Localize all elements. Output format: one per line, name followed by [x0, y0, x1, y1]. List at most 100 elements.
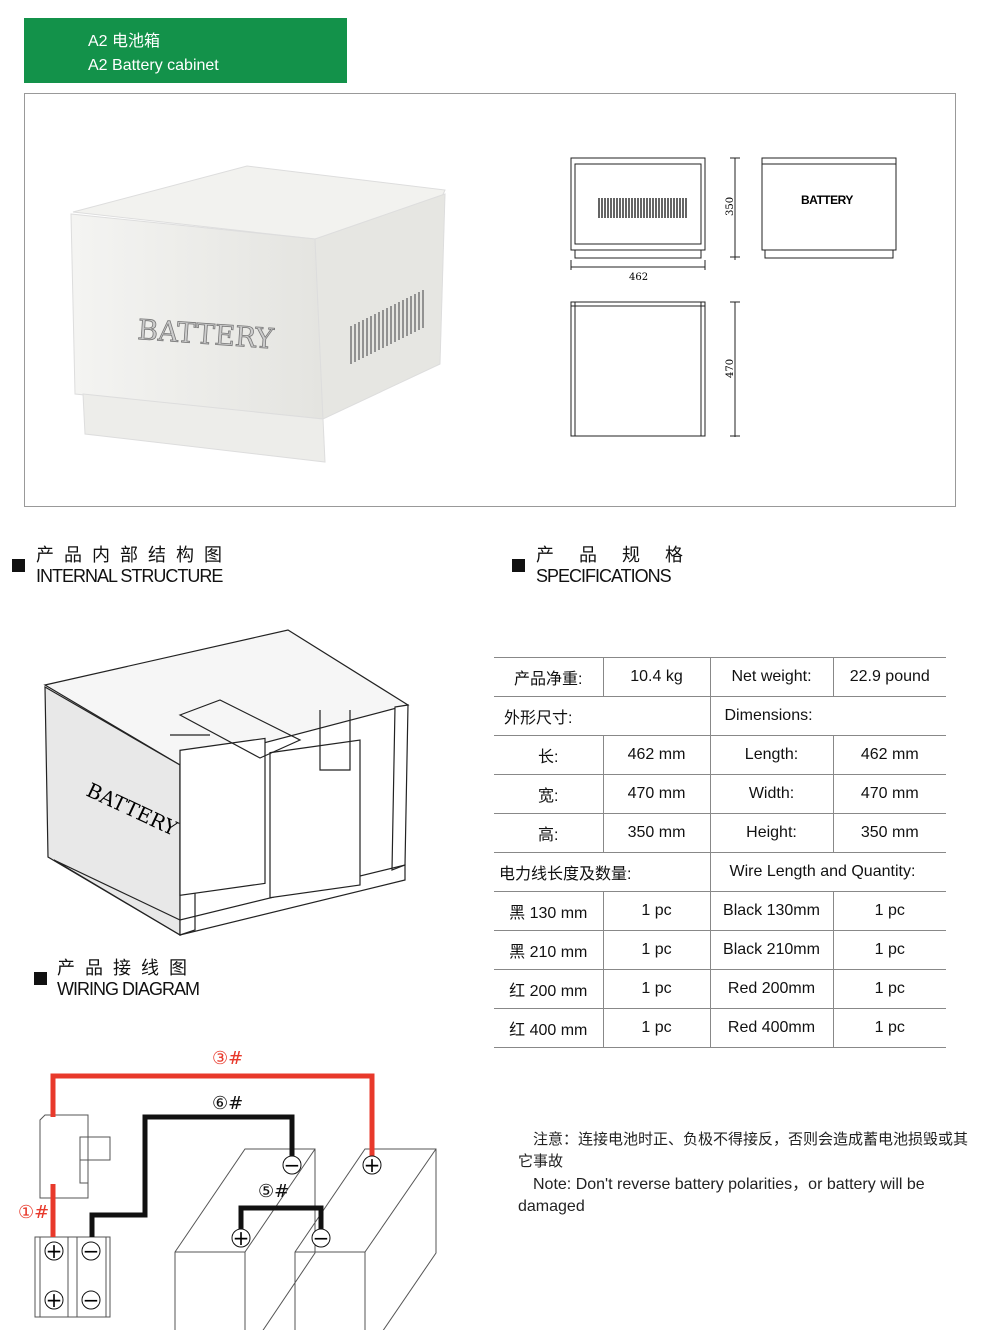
product-image-frame: BATTERY 462 350 470 BATTERY: [24, 93, 956, 507]
heading-en: INTERNAL STRUCTURE: [36, 566, 223, 586]
table-cell: Dimensions:: [710, 696, 946, 736]
dim-height: 350: [725, 197, 736, 216]
heading-en: WIRING DIAGRAM: [57, 979, 200, 999]
wiring-diagram-heading: 产品接线图 WIRING DIAGRAM: [57, 958, 200, 1000]
svg-text:−: −: [83, 1288, 100, 1312]
table-cell: Red 200mm: [710, 969, 834, 1009]
plus-terminal-icon: +: [362, 1153, 382, 1177]
svg-text:+: +: [233, 1226, 250, 1250]
minus-terminal-icon: −: [81, 1288, 101, 1312]
table-cell: 462 mm: [833, 735, 946, 775]
specifications-heading: 产 品 规 格 SPECIFICATIONS: [536, 545, 693, 587]
title-cn: A2 电池箱: [88, 33, 161, 50]
svg-text:−: −: [313, 1226, 330, 1250]
bullet-icon: [512, 559, 525, 572]
minus-terminal-icon: −: [81, 1239, 101, 1263]
plus-terminal-icon: +: [44, 1288, 64, 1312]
svg-text:−: −: [83, 1239, 100, 1263]
table-cell: 外形尺寸:: [494, 696, 711, 736]
wire-label-3: ③#: [212, 1048, 243, 1069]
dim-depth: 470: [725, 359, 736, 378]
svg-text:+: +: [364, 1153, 381, 1177]
bullet-icon: [34, 972, 47, 985]
vent-grille: [350, 290, 424, 364]
table-cell: Height:: [710, 813, 834, 853]
warning-note: 注意：连接电池时正、负极不得接反，否则会造成蓄电池损毁或其它事故 Note: D…: [518, 1128, 968, 1218]
table-cell: 产品净重:: [494, 657, 604, 697]
table-cell: 22.9 pound: [833, 657, 946, 697]
table-cell: Black 130mm: [710, 891, 834, 931]
table-cell: 470 mm: [833, 774, 946, 814]
black-wire: [89, 1114, 324, 1237]
technical-drawings: [570, 157, 897, 437]
internal-structure-drawing: BATTERY: [43, 629, 410, 937]
heading-cn: 产 品 规 格: [536, 545, 694, 565]
svg-text:−: −: [284, 1153, 301, 1177]
table-row: 外形尺寸:Dimensions:: [494, 696, 946, 736]
title-banner: A2 电池箱 A2 Battery cabinet: [24, 18, 347, 83]
table-cell: 10.4 kg: [603, 657, 711, 697]
minus-terminal-icon: −: [282, 1153, 302, 1177]
heading-cn: 产品内部结构图: [36, 545, 232, 565]
note-cn: 注意：连接电池时正、负极不得接反，否则会造成蓄电池损毁或其它事故: [518, 1130, 969, 1170]
table-cell: 红 200 mm: [494, 969, 604, 1009]
table-cell: 462 mm: [603, 735, 711, 775]
dim-length: 462: [629, 272, 648, 283]
table-cell: 1 pc: [603, 1008, 711, 1048]
table-cell: 电力线长度及数量:: [494, 852, 711, 892]
wire-label-5: ⑤#: [258, 1181, 289, 1202]
table-cell: 1 pc: [833, 930, 946, 970]
table-cell: 1 pc: [833, 969, 946, 1009]
table-cell: 红 400 mm: [494, 1008, 604, 1048]
table-cell: Length:: [710, 735, 834, 775]
table-cell: 宽:: [494, 774, 604, 814]
table-cell: 1 pc: [833, 1008, 946, 1048]
table-cell: Width:: [710, 774, 834, 814]
table-cell: Black 210mm: [710, 930, 834, 970]
table-cell: Wire Length and Quantity:: [710, 852, 946, 892]
table-cell: 长:: [494, 735, 604, 775]
battery-right: [294, 1148, 437, 1330]
plus-terminal-icon: +: [44, 1239, 64, 1263]
battery-left: [174, 1148, 316, 1330]
table-cell: 黑 130 mm: [494, 891, 604, 931]
heading-en: SPECIFICATIONS: [536, 566, 672, 586]
plus-terminal-icon: +: [231, 1226, 251, 1250]
heading-cn: 产品接线图: [57, 958, 197, 978]
wire-label-1: ①#: [18, 1202, 49, 1223]
table-cell: 1 pc: [603, 930, 711, 970]
svg-text:+: +: [46, 1288, 63, 1312]
table-cell: 高:: [494, 813, 604, 853]
minus-terminal-icon: −: [311, 1226, 331, 1250]
table-cell: 470 mm: [603, 774, 711, 814]
title-en: A2 Battery cabinet: [88, 57, 219, 74]
svg-text:+: +: [46, 1239, 63, 1263]
table-cell: 黑 210 mm: [494, 930, 604, 970]
wiring-diagram: + + − − − + + − ①# ③# ⑤# ⑥#: [18, 1048, 437, 1330]
drawing-logo: BATTERY: [801, 193, 853, 207]
table-cell: 1 pc: [603, 969, 711, 1009]
note-en: Note: Don't reverse battery polarities，o…: [518, 1176, 925, 1215]
wire-label-6: ⑥#: [212, 1093, 243, 1114]
product-render: BATTERY 462 350 470 BATTERY: [70, 157, 897, 463]
table-cell: 1 pc: [603, 891, 711, 931]
table-cell: Net weight:: [710, 657, 834, 697]
terminal-block: [34, 1236, 111, 1318]
breaker-block: [39, 1114, 111, 1199]
table-row: 电力线长度及数量:Wire Length and Quantity:: [494, 852, 946, 892]
red-wire: [50, 1073, 375, 1237]
table-cell: Red 400mm: [710, 1008, 834, 1048]
internal-structure-heading: 产品内部结构图 INTERNAL STRUCTURE: [36, 545, 232, 587]
table-cell: 1 pc: [833, 891, 946, 931]
bullet-icon: [12, 559, 25, 572]
table-cell: 350 mm: [603, 813, 711, 853]
